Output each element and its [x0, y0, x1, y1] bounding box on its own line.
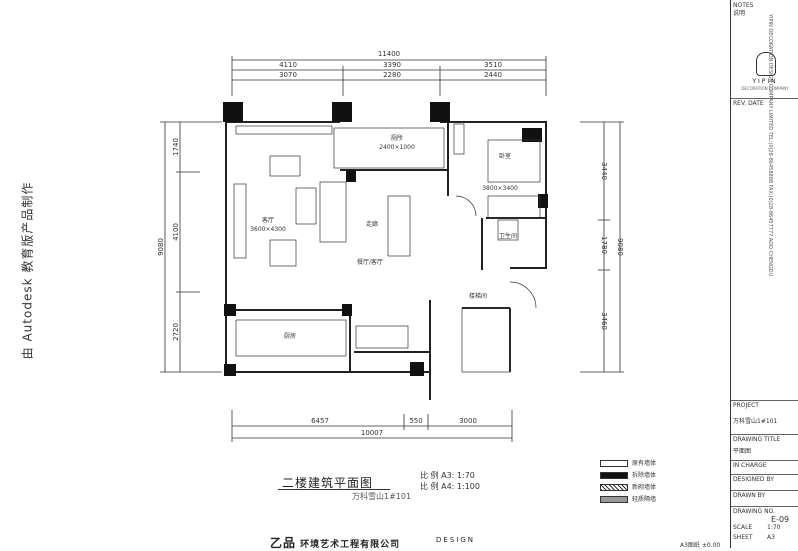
drawing-title: 二楼建筑平面图	[282, 476, 374, 490]
room-wc: 卫生间	[499, 232, 517, 240]
room-bedroom: 卧室	[499, 152, 511, 160]
room-corridor: 走廊	[366, 220, 378, 228]
scale-a4: 比 例 A4: 1:100	[420, 481, 480, 492]
tb-designed-by: DESIGNED BY	[733, 476, 774, 483]
legend-label-demolish: 拆除墙体	[632, 472, 657, 479]
tb-notes-text: 说明	[733, 10, 746, 17]
legend-label-light: 轻质隔墙	[632, 496, 657, 503]
tb-drawn-by: DRAWN BY	[733, 492, 766, 499]
tb-scale: SCALE	[733, 524, 753, 531]
tb-project-label: PROJECT	[733, 402, 759, 409]
title-block: NOTES 说明 YIPIN DECORATION DESIGN COMPANY…	[730, 0, 798, 548]
dim-right-1: 3440	[600, 162, 608, 180]
tb-drawing-title-label: DRAWING TITLE	[733, 436, 781, 443]
room-living-size: 3600×4300	[250, 226, 286, 233]
tb-divider	[731, 400, 798, 401]
logo-mark-icon	[756, 52, 776, 76]
dim-bottom-3: 3000	[459, 417, 477, 425]
dim-right-total: 9080	[616, 238, 624, 256]
tb-divider	[731, 434, 798, 435]
room-stairs: 楼梯间	[469, 292, 487, 300]
tb-project-value: 万科雪山1#101	[733, 418, 778, 425]
tb-divider	[731, 506, 798, 507]
room-dining: 餐厅/客厅	[357, 258, 383, 266]
legend-item-existing: 原有墙体	[600, 458, 710, 468]
scale-a3: 比 例 A3: 1:70	[420, 470, 475, 481]
legend-swatch-new	[600, 484, 628, 491]
scale-a4-ratio: 1:100	[456, 482, 480, 491]
legend-item-new: 新砌墙体	[600, 482, 710, 492]
title-underline	[278, 489, 390, 490]
legend-item-demolish: 拆除墙体	[600, 470, 710, 480]
room-bathroom-size: 2400×1000	[379, 144, 415, 151]
legend-item-light: 轻质隔墙	[600, 494, 710, 504]
footer-design: DESIGN	[436, 536, 475, 544]
room-kitchen: 厨房	[284, 332, 296, 340]
drawing-subtitle: 万科雪山1#101	[352, 492, 412, 501]
tb-in-charge: IN CHARGE	[733, 462, 767, 469]
dim-left-total: 9080	[157, 238, 165, 256]
scale-a3-paper: A3:	[441, 471, 455, 480]
dim-left-2: 4100	[172, 223, 180, 241]
tb-drawing-title-value: 平面图	[733, 448, 752, 455]
legend-label-new: 新砌墙体	[632, 484, 657, 491]
logo-subtext: DECORATION COMPANY	[741, 86, 789, 91]
dim-bottom-total: 10007	[361, 429, 383, 437]
dim-top-inner-2: 2280	[383, 71, 401, 79]
dim-total-width: 11400	[378, 50, 400, 58]
dim-top-inner-3: 2440	[484, 71, 502, 79]
scale-a3-ratio: 1:70	[456, 471, 475, 480]
tb-scale-value: 1:70	[767, 524, 781, 531]
scale-a4-paper: A4:	[441, 482, 455, 491]
dim-bottom-2: 550	[409, 417, 422, 425]
company-footer: 乙品 环境艺术工程有限公司	[270, 534, 400, 551]
dim-right-3: 3460	[600, 312, 608, 330]
dim-left-1: 1740	[172, 138, 180, 156]
legend-swatch-demolish	[600, 472, 628, 479]
tb-sheet-value: A3	[767, 534, 775, 541]
wall-legend: 原有墙体 拆除墙体 新砌墙体 轻质隔墙	[600, 458, 710, 518]
dim-right-2: 1780	[600, 236, 608, 254]
tb-divider	[731, 490, 798, 491]
floor-plan-drawing: 11400 4110 3390 3510 3070 2280 2440 6457…	[157, 50, 624, 442]
dim-top-inner-1: 3070	[279, 71, 297, 79]
tb-divider	[731, 460, 798, 461]
tb-divider	[731, 474, 798, 475]
tb-drawing-no: DRAWING NO.	[733, 508, 775, 515]
scale-a4-label: 比 例	[420, 482, 439, 491]
dim-top-outer-2: 3390	[383, 61, 401, 69]
dim-left-3: 2720	[172, 323, 180, 341]
room-bathroom: 厕所	[391, 134, 403, 142]
tb-divider	[731, 98, 798, 99]
paper-stamp: A3图纸 ±0.00	[680, 542, 721, 549]
tb-sheet: SHEET	[733, 534, 753, 541]
footer-company: 环境艺术工程有限公司	[300, 540, 401, 550]
legend-swatch-light	[600, 496, 628, 503]
dim-top-outer-1: 4110	[279, 61, 297, 69]
tb-drawing-no-value: E-09	[771, 515, 790, 524]
room-living: 客厅	[262, 216, 274, 224]
scale-a3-label: 比 例	[420, 471, 439, 480]
legend-label-existing: 原有墙体	[632, 460, 657, 467]
logo-text: YIPIN	[752, 78, 778, 85]
tb-rev: REV. DATE	[733, 100, 764, 107]
room-bedroom-size: 3800×3400	[482, 185, 518, 192]
dim-top-outer-3: 3510	[484, 61, 502, 69]
legend-swatch-existing	[600, 460, 628, 467]
company-logo: YIPIN DECORATION COMPANY	[739, 52, 791, 94]
watermark-left: 由 Autodesk 教育版产品制作	[20, 181, 35, 360]
footer-logo: 乙品	[270, 536, 297, 550]
tb-notes: NOTES	[733, 2, 754, 9]
dim-bottom-1: 6457	[311, 417, 329, 425]
